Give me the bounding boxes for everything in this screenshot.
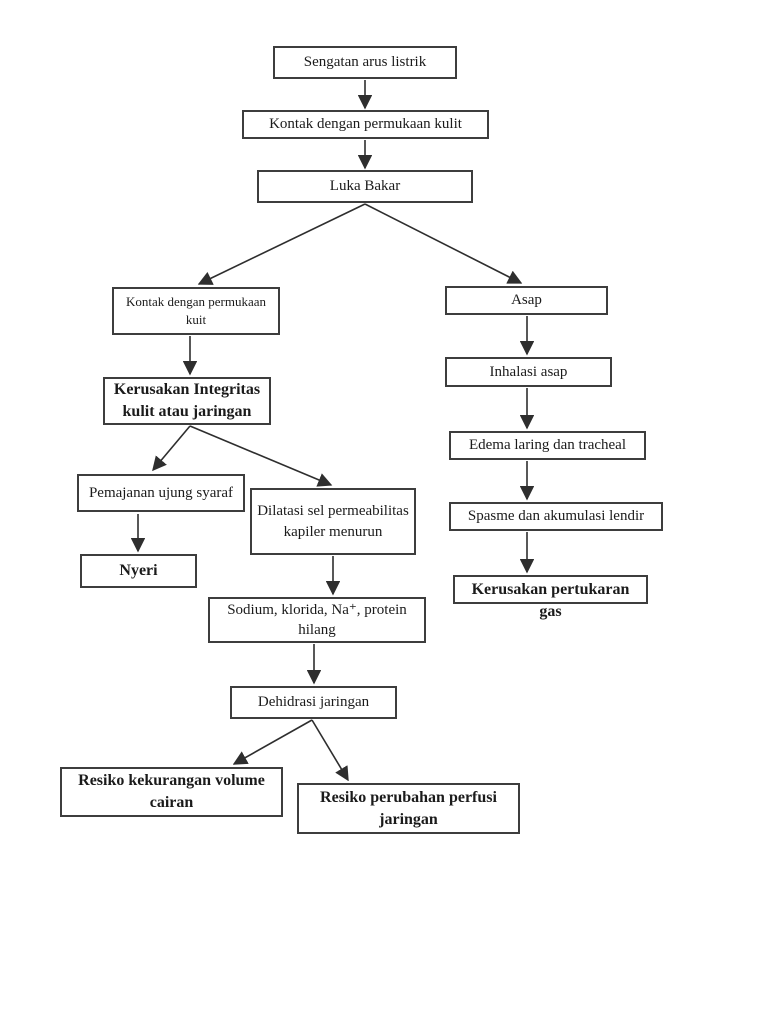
node-label: Kerusakan Integritas kulit atau jaringan [113,381,261,420]
arrow-dehidrasi-to-resiko-perubahan [311,719,349,782]
node-kontak-permukaan-kulit: Kontak dengan permukaan kulit [242,110,489,139]
node-label: Asap [511,292,542,309]
arrow-dehidrasi-to-resiko-kekurangan [232,719,313,765]
node-dilatasi-sel: Dilatasi sel permeabilitas kapiler menur… [250,488,416,555]
node-resiko-perubahan-perfusi: Resiko perubahan perfusi jaringan [297,783,520,834]
node-nyeri: Nyeri [80,554,197,588]
node-label: Spasme dan akumulasi lendir [467,508,645,525]
node-edema-laring-tracheal: Edema laring dan tracheal [449,431,646,460]
node-label: Nyeri [119,562,158,580]
node-label: Kontak dengan permukaan kuit [125,294,267,327]
node-label: Inhalasi asap [489,363,568,380]
node-sengatan-arus-listrik: Sengatan arus listrik [273,46,457,79]
node-sodium-hilang: Sodium, klorida, Na⁺, protein hilang [208,597,426,643]
node-label: Dilatasi sel permeabilitas kapiler menur… [257,503,409,540]
node-label: Resiko kekurangan volume cairan [78,772,265,811]
node-label: Kerusakan pertukaran gas [471,581,630,620]
arrow-luka-bakar-to-kontak-kuit [197,203,366,285]
node-label: Pemajanan ujung syaraf [88,484,234,501]
node-spasme-akumulasi-lendir: Spasme dan akumulasi lendir [449,502,663,531]
node-kontak-permukaan-kuit: Kontak dengan permukaan kuit [112,287,280,335]
node-label: Sengatan arus listrik [303,54,427,71]
node-asap: Asap [445,286,608,315]
node-pemajanan-ujung-syaraf: Pemajanan ujung syaraf [77,474,245,512]
node-kerusakan-pertukaran-gas: Kerusakan pertukaran gas [453,575,648,620]
arrow-luka-bakar-to-asap [364,203,523,284]
node-label: Sodium, klorida, Na⁺, protein hilang [227,601,407,638]
node-label: Edema laring dan tracheal [468,437,626,454]
node-label: Kontak dengan permukaan kulit [269,116,462,133]
node-label: Resiko perubahan perfusi jaringan [320,788,497,828]
node-resiko-kekurangan-volume: Resiko kekurangan volume cairan [60,767,283,817]
node-label: Dehidrasi jaringan [257,694,370,711]
arrow-kerusakan-integritas-to-pemajanan [152,425,191,472]
node-luka-bakar: Luka Bakar [257,170,473,203]
node-kerusakan-integritas: Kerusakan Integritas kulit atau jaringan [103,377,271,425]
node-dehidrasi-jaringan: Dehidrasi jaringan [230,686,397,719]
node-label: Luka Bakar [329,178,401,195]
node-inhalasi-asap: Inhalasi asap [445,357,612,387]
